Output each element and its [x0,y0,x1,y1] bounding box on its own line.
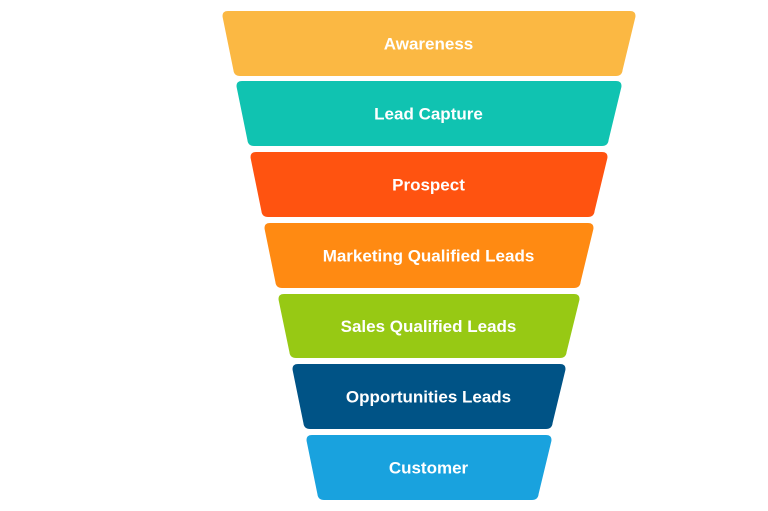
funnel-stage-label-opportunities-leads: Opportunities Leads [346,388,511,407]
funnel-stage-shape-opportunities-leads [292,364,566,429]
funnel-stage-awareness: Awareness [222,11,636,76]
funnel-stage-marketing-qualified-leads: Marketing Qualified Leads [264,223,594,288]
funnel-stage-label-marketing-qualified-leads: Marketing Qualified Leads [323,247,535,266]
funnel-stage-label-sales-qualified-leads: Sales Qualified Leads [341,317,517,336]
funnel-stage-label-lead-capture: Lead Capture [374,105,483,124]
funnel-stage-label-awareness: Awareness [384,35,473,54]
funnel-stage-shape-customer [306,435,552,500]
funnel-stage-label-customer: Customer [389,459,469,478]
funnel-stage-opportunities-leads: Opportunities Leads [292,364,566,429]
funnel-stage-label-prospect: Prospect [392,176,465,195]
funnel-stage-customer: Customer [306,435,552,500]
funnel-stage-shape-lead-capture [236,81,622,146]
funnel-stage-shape-awareness [222,11,636,76]
funnel-stage-shape-sales-qualified-leads [278,294,580,358]
funnel-stage-shape-prospect [250,152,608,217]
funnel-stage-sales-qualified-leads: Sales Qualified Leads [278,294,580,358]
funnel-stage-prospect: Prospect [250,152,608,217]
funnel-stage-lead-capture: Lead Capture [236,81,622,146]
funnel-stage-shape-marketing-qualified-leads [264,223,594,288]
